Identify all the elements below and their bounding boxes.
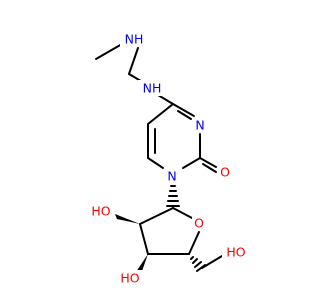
atom-o-furanose: O — [194, 216, 204, 231]
atom-labels: NH NH N N O O HO HO HO — [87, 31, 250, 286]
atom-oh-c3: HO — [120, 271, 139, 286]
bond-c3-oh-wedge — [136, 254, 148, 274]
bond-c3-c2 — [139, 223, 149, 255]
bond-c2-o — [199, 157, 217, 168]
bond-c2-o-double — [202, 163, 217, 173]
bond-c4-n3 — [172, 103, 195, 117]
atom-n1-ring: N — [167, 169, 176, 184]
bond-c1-o4 — [172, 207, 193, 219]
bond-o4-c4 — [188, 231, 200, 255]
bond-c2-c1 — [139, 207, 174, 225]
bond-c5-oh — [201, 255, 223, 269]
bond-c4-c5-hashed — [190, 256, 206, 272]
bond-n1-c6 — [147, 157, 164, 169]
atom-nh-methylamino: NH — [125, 32, 144, 47]
atom-n3-ring: N — [195, 118, 204, 133]
atom-oh-c2: HO — [91, 204, 110, 219]
bond-c2-n1 — [182, 157, 201, 169]
bond-c5-c4 — [147, 103, 174, 125]
bond-nh-c4 — [157, 94, 174, 105]
bond-c2-oh-wedge — [115, 214, 140, 224]
bonds — [95, 43, 223, 274]
bond-c4-n3-double — [177, 110, 192, 120]
atom-nh-amino: NH — [143, 81, 162, 96]
atom-oh-c5: HO — [226, 245, 245, 260]
bond-methyl-nh — [95, 43, 123, 60]
atom-o-carbonyl: O — [220, 165, 230, 180]
bond-n1-c1-hashed — [166, 185, 180, 207]
bond-nh-ch2 — [128, 47, 139, 75]
molecule-structure: NH NH N N O O HO HO HO — [87, 31, 250, 286]
